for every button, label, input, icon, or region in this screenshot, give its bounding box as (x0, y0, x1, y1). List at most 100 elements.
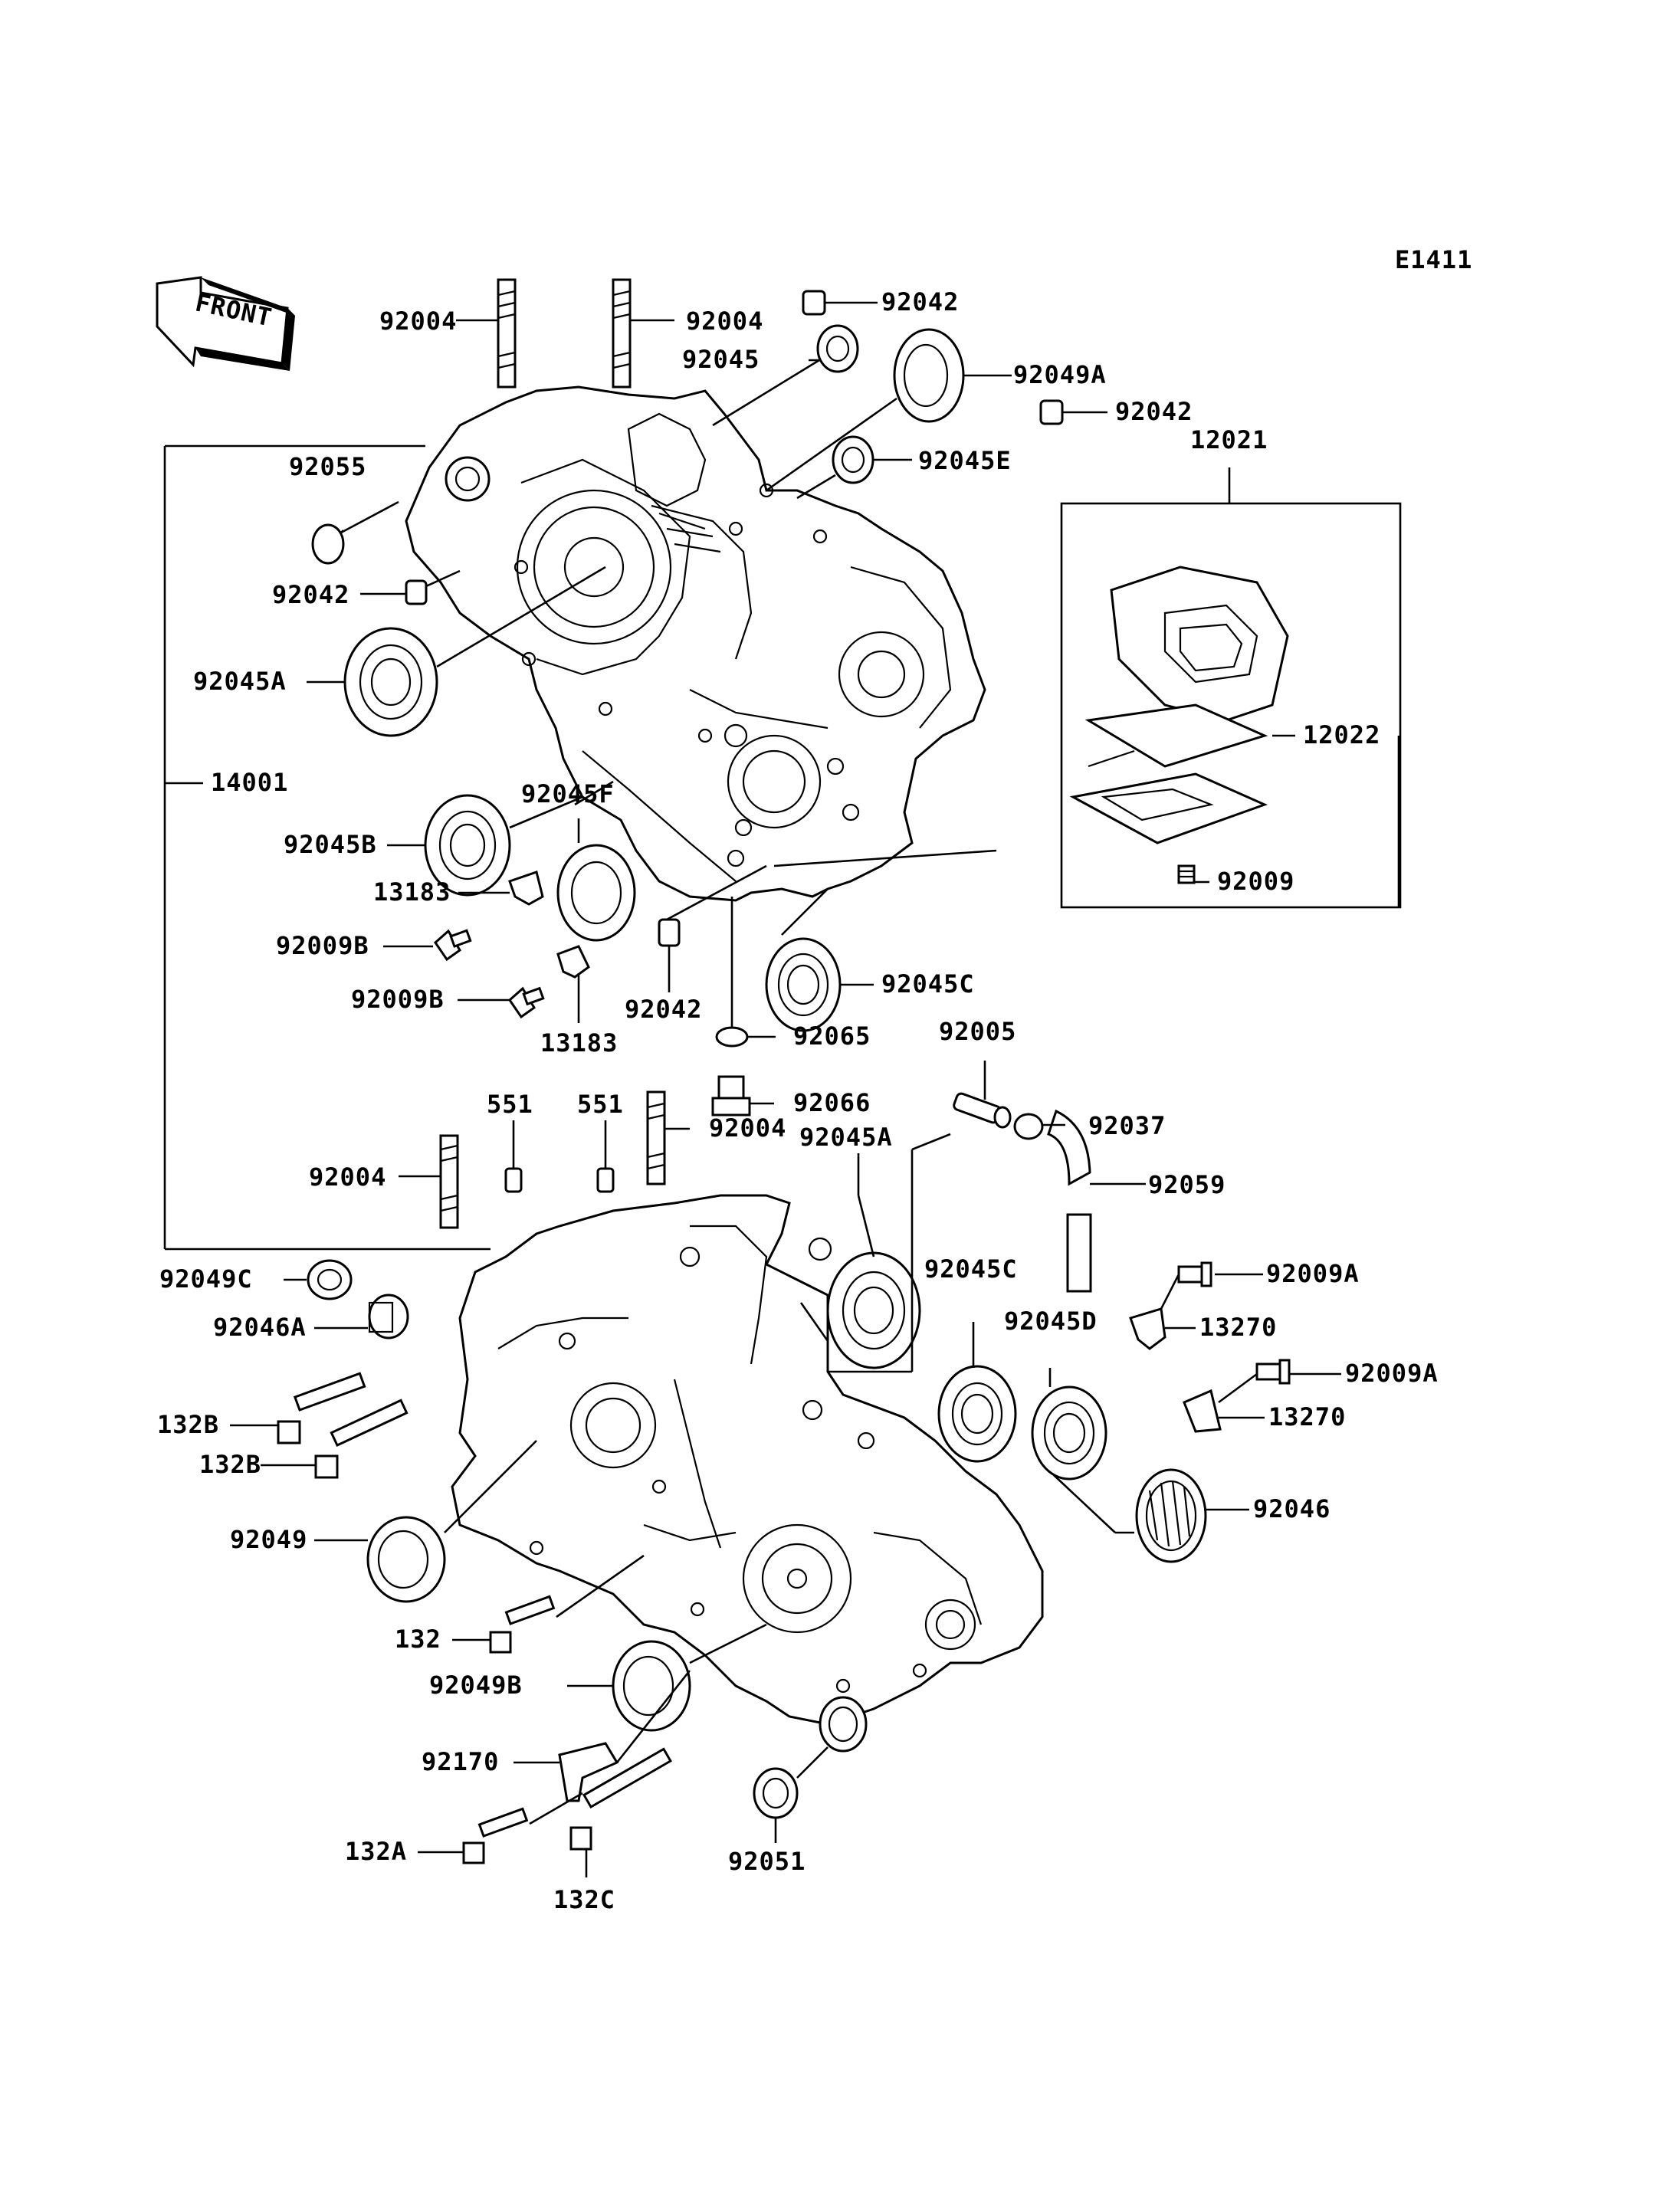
dowel-pin-icon (405, 579, 428, 605)
parts (277, 278, 1291, 1864)
part-label: 92037 (1088, 1111, 1166, 1140)
reed-valve-box (1060, 502, 1402, 909)
screw-icon (508, 986, 545, 1019)
bearing-icon (937, 1365, 1017, 1463)
part-label: 132C (553, 1885, 615, 1914)
oil-seal-icon (819, 1696, 868, 1753)
needle-bearing-icon (368, 1294, 409, 1340)
part-label: 13270 (1199, 1313, 1277, 1342)
part-label: 132B (199, 1450, 261, 1479)
part-label: 92049 (230, 1525, 307, 1554)
o-ring-icon (311, 523, 345, 565)
bearing-icon (765, 937, 842, 1032)
part-label: 92045 (682, 345, 760, 374)
bracket-icon (508, 871, 544, 906)
part-label: 92042 (1115, 397, 1193, 426)
bearing-icon (343, 627, 438, 737)
part-label: 92042 (272, 580, 349, 609)
part-labels: 92004 92004 92042 92045 92049A 92042 120… (157, 287, 1439, 1914)
part-label: 92066 (793, 1088, 871, 1117)
upper-crankcase-half (405, 385, 986, 902)
diagram-code: E1411 (1395, 245, 1472, 274)
part-label: 92005 (939, 1017, 1016, 1046)
part-label: 92049B (429, 1671, 523, 1700)
part-label: 92004 (686, 307, 763, 336)
part-label: 92045C (881, 969, 975, 998)
stud-icon (497, 278, 517, 389)
drain-plug-icon (711, 1075, 751, 1117)
needle-bearing-icon (1135, 1468, 1207, 1563)
part-label: 92049A (1013, 360, 1107, 389)
dowel-pin-icon (596, 1167, 615, 1193)
part-label: 13183 (540, 1028, 618, 1058)
bolt-icon (569, 1747, 672, 1851)
part-label: 92045A (799, 1123, 893, 1152)
part-label: 13270 (1268, 1402, 1346, 1431)
part-label: 14001 (211, 768, 288, 797)
part-label: 92045A (193, 667, 287, 696)
part-label: 132A (345, 1837, 407, 1866)
screw-icon (1255, 1359, 1291, 1385)
bearing-icon (832, 435, 874, 484)
bearing-icon (556, 844, 636, 942)
stud-icon (646, 1090, 666, 1185)
part-label: 551 (577, 1090, 624, 1119)
fitting-icon (953, 1092, 1012, 1129)
part-label: 92045B (284, 830, 377, 859)
dowel-pin-icon (1039, 399, 1064, 425)
dowel-pin-icon (658, 918, 681, 947)
lower-crankcase-half (451, 1194, 1044, 1726)
screw-icon (1177, 1261, 1212, 1287)
part-label: 92004 (309, 1162, 386, 1192)
part-label: 92004 (379, 307, 457, 336)
part-label: 92046A (213, 1313, 307, 1342)
bolt-icon (489, 1595, 556, 1654)
screw-icon (434, 929, 472, 962)
part-label: 92009A (1345, 1359, 1439, 1388)
part-label: 551 (487, 1090, 533, 1119)
oil-seal-icon (307, 1259, 353, 1300)
stud-icon (439, 1134, 459, 1229)
clamp-icon (558, 1742, 619, 1802)
bolt-icon (314, 1399, 409, 1479)
part-label: 92055 (289, 452, 366, 481)
part-label: 92045F (521, 779, 615, 808)
oil-seal-icon (753, 1767, 799, 1819)
part-label: 92009A (1266, 1259, 1360, 1288)
part-label: 92004 (709, 1113, 786, 1143)
bearing-icon (816, 324, 859, 373)
clamp-icon (1013, 1113, 1044, 1140)
part-label: 92170 (422, 1747, 499, 1776)
part-label: 92042 (881, 287, 959, 316)
stud-icon (612, 278, 632, 389)
part-label: 92009B (276, 931, 369, 960)
bolt-icon (462, 1807, 529, 1864)
part-label: 92042 (625, 995, 702, 1024)
bracket-icon (1129, 1307, 1166, 1350)
part-label: 92051 (728, 1847, 806, 1876)
part-label: 92065 (793, 1021, 871, 1051)
part-label: 132 (395, 1625, 441, 1654)
part-label: 92009 (1217, 867, 1294, 896)
part-label: 132B (157, 1410, 219, 1439)
oil-seal-icon (366, 1516, 446, 1603)
bracket-icon (556, 945, 590, 979)
part-label: 13183 (373, 877, 451, 907)
part-label: 12022 (1303, 720, 1380, 749)
part-label: 92009B (351, 985, 445, 1014)
dowel-pin-icon (504, 1167, 523, 1193)
part-label: 92045D (1004, 1307, 1098, 1336)
screw-icon (1177, 864, 1196, 884)
front-arrow-icon: FRONT (156, 276, 295, 371)
gasket-icon (715, 1026, 749, 1048)
bearing-icon (1031, 1385, 1107, 1481)
bearing-icon (424, 794, 511, 897)
oil-seal-icon (893, 328, 965, 423)
hose-icon (1047, 1109, 1092, 1293)
part-label: 92045C (924, 1254, 1018, 1284)
part-label: 92049C (159, 1264, 253, 1294)
leader-lines (163, 301, 1400, 1877)
dowel-pin-icon (802, 290, 826, 316)
bearing-icon (826, 1251, 921, 1369)
